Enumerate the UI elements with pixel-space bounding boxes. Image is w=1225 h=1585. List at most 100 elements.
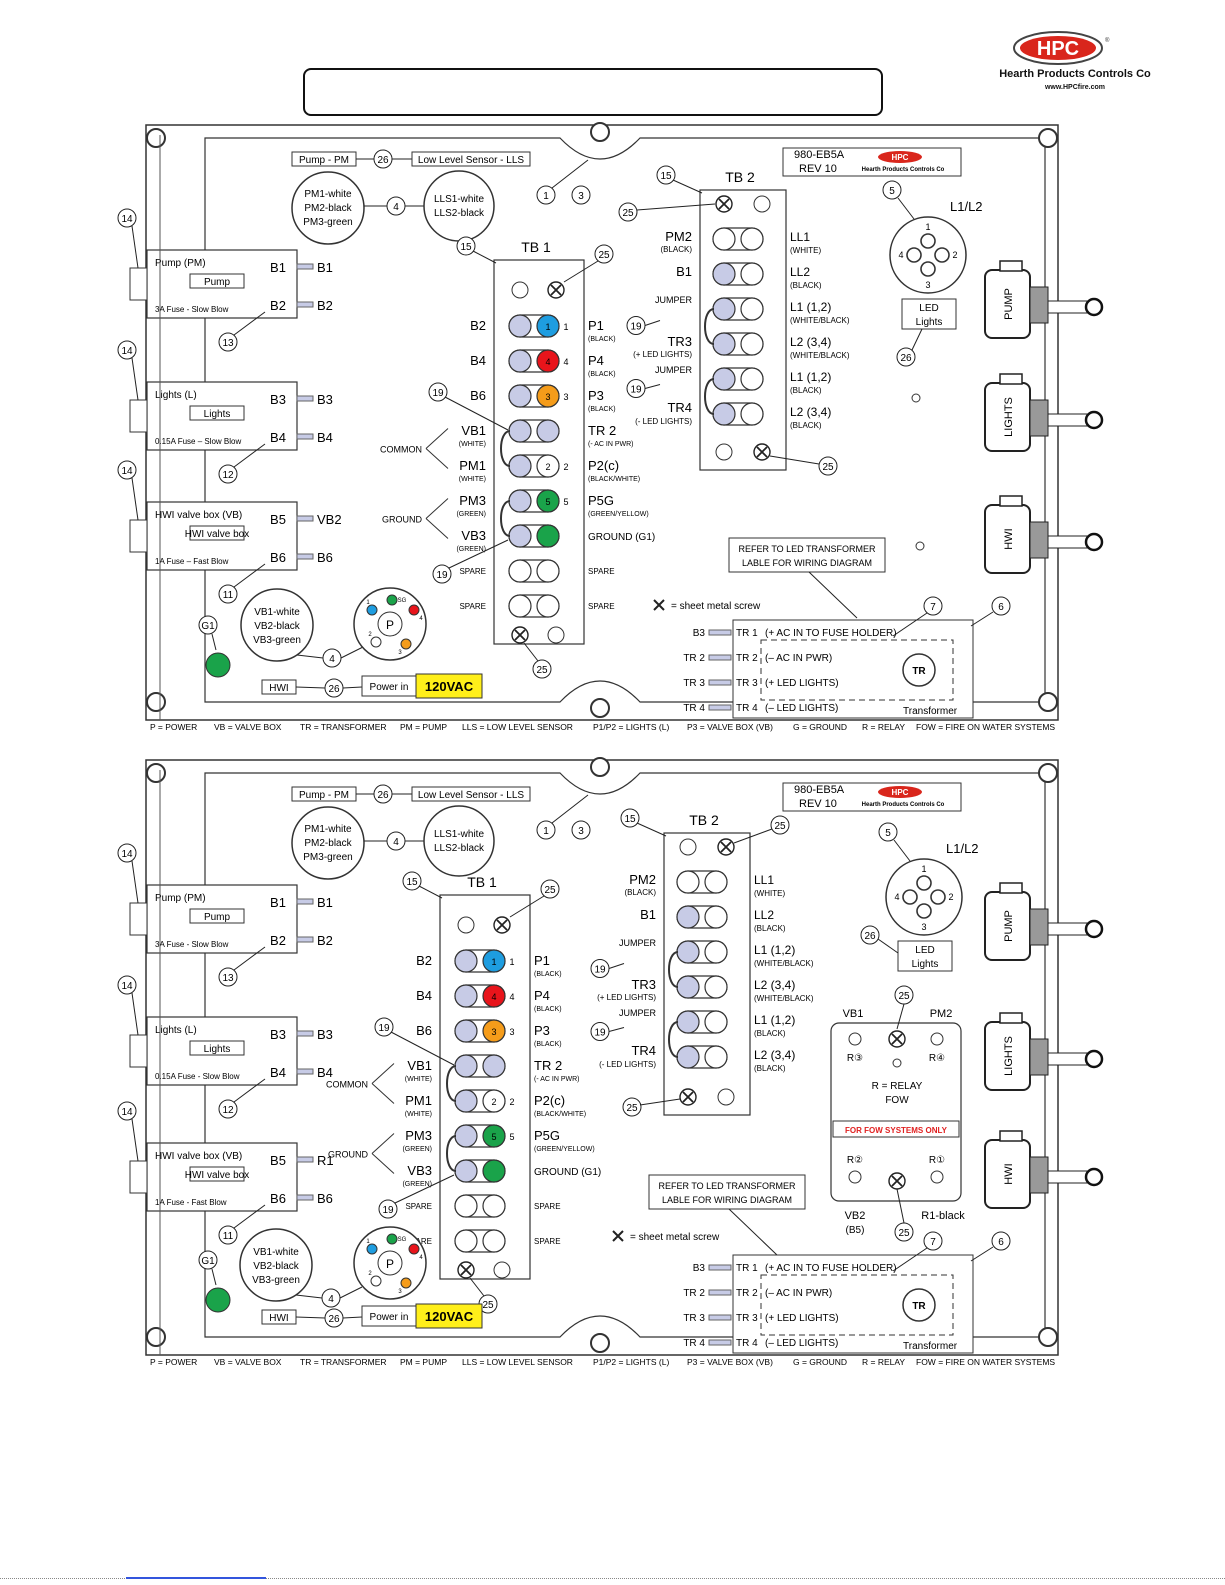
- l1l2-pin: [916, 875, 932, 891]
- terminal-pin: [508, 349, 532, 373]
- callout-circle: [571, 185, 591, 205]
- callout-circle: [117, 340, 137, 360]
- terminal-pin-right: [536, 314, 560, 338]
- fuse-terminal: B2: [270, 933, 286, 948]
- transformer-dashed-area: [760, 1274, 954, 1336]
- badge-company-name: Hearth Products Controls Co: [862, 802, 945, 808]
- tb2-title: TB 2: [689, 812, 719, 828]
- refer-box-text: LABLE FOR WIRING DIAGRAM: [662, 1195, 792, 1205]
- terminal-pin-right: [482, 1229, 506, 1253]
- screw-icon: [888, 1030, 906, 1048]
- pm-wire-label: PM2-black: [304, 838, 352, 849]
- tb1-right-label: GROUND (G1): [588, 532, 655, 543]
- screw-icon: [717, 838, 735, 856]
- callout-number: 14: [121, 1107, 133, 1118]
- fuse-inner-label: HWI valve box: [185, 529, 249, 540]
- tb2-left-label: TR4: [667, 400, 692, 415]
- callout-circle: [428, 382, 448, 402]
- callout-number: 13: [222, 973, 234, 984]
- fuse-rating: 0.15A Fuse - Slow Blow: [155, 1072, 240, 1081]
- connector-nut: [1029, 908, 1049, 946]
- tb2-right-sublabel: (BLACK): [754, 924, 786, 933]
- mounting-hole: [146, 1327, 166, 1347]
- tb2-right-sublabel: (BLACK): [754, 1064, 786, 1073]
- l1l2-pin-number: 3: [925, 280, 930, 290]
- vb-wire-label: VB2-black: [254, 621, 301, 632]
- tb1-right-label: P5G: [534, 1128, 560, 1143]
- terminal-pin-right: [536, 349, 560, 373]
- tb2-right-sublabel: (WHITE): [790, 246, 821, 255]
- callout-circle: [456, 236, 476, 256]
- side-connector-pump: PUMP: [984, 882, 1104, 961]
- power-pin: [370, 636, 382, 648]
- terminal-pin: [712, 227, 736, 251]
- l1l2-pin: [930, 889, 946, 905]
- callout-number: 4: [328, 1294, 334, 1305]
- legend-item: LLS = LOW LEVEL SENSOR: [462, 722, 573, 732]
- power-connector-center: [377, 1250, 403, 1276]
- legend-item: P1/P2 = LIGHTS (L): [593, 1357, 669, 1367]
- terminal-pin-right: [536, 559, 560, 583]
- tr-spade: [708, 1339, 732, 1346]
- leader: [608, 963, 625, 969]
- tr-spade: [708, 1314, 732, 1321]
- vb-connector-circle: [239, 1228, 313, 1302]
- screw-x: [550, 284, 562, 296]
- lls-wire-label: LLS1-white: [434, 829, 484, 840]
- mounting-hole: [590, 1333, 610, 1353]
- fuse-terminal: B3: [270, 1027, 286, 1042]
- power-pin: [400, 1277, 412, 1289]
- callout-number: G1: [201, 621, 215, 632]
- tr-spade: [708, 654, 732, 661]
- tb2-right-sublabel: (WHITE/BLACK): [754, 994, 814, 1003]
- terminal-pin: [712, 367, 736, 391]
- callout-circle: [536, 820, 556, 840]
- power-pin: [408, 1243, 420, 1255]
- leader: [295, 686, 326, 689]
- fow-label: FOW: [885, 1095, 909, 1106]
- fuse-spade: [296, 1030, 314, 1037]
- led-lights-label: LED: [919, 303, 938, 314]
- leader: [896, 1188, 905, 1224]
- fuse-holder-title: Lights (L): [155, 1025, 197, 1036]
- fuse-inner-label: HWI valve box: [185, 1170, 249, 1181]
- terminal-pin: [454, 1124, 478, 1148]
- tb1-right-sublabel: (BLACK): [534, 1006, 562, 1013]
- tb2-left-sublabel: (+ LED LIGHTS): [597, 993, 656, 1002]
- transformer-label: Transformer: [903, 1341, 958, 1352]
- terminal-pin-right: [704, 1045, 728, 1069]
- connector-label: PUMP: [1003, 910, 1015, 942]
- tr-description: (– AC IN PWR): [765, 1288, 832, 1299]
- hwi-label: HWI: [269, 1313, 288, 1324]
- tb1-pin-index: 3: [509, 1027, 514, 1037]
- callout-circle: [117, 460, 137, 480]
- fuse-spade: [296, 936, 314, 943]
- legend-item: PM = PUMP: [400, 1357, 447, 1367]
- screw-x: [514, 629, 526, 641]
- tb1-title: TB 1: [521, 239, 551, 255]
- callout-circle: [117, 975, 137, 995]
- tb2-title: TB 2: [725, 169, 755, 185]
- tb1-left-label: VB1: [407, 1058, 432, 1073]
- pm-wire-label: PM1-white: [304, 824, 352, 835]
- tb2-left-sublabel: (BLACK): [624, 888, 656, 897]
- transformer-circle: [902, 1288, 936, 1322]
- leader: [233, 563, 266, 588]
- l1l2-pin: [934, 247, 950, 263]
- tr-outer-label: TR 4: [683, 1338, 705, 1349]
- tr-inner-label: TR 3: [736, 678, 758, 689]
- callout-number: 5: [885, 828, 891, 839]
- terminal-pin-right: [536, 489, 560, 513]
- fuse-holder-tab: [129, 399, 148, 433]
- tb2-right-label: L2 (3,4): [754, 978, 795, 992]
- fuse-wire-label: B6: [317, 1191, 333, 1206]
- tb1-left-label: VB1: [461, 423, 486, 438]
- terminal-pin: [508, 559, 532, 583]
- pin-number: 5: [545, 497, 550, 507]
- tb1-left-sublabel: (WHITE): [459, 476, 486, 483]
- tb1-right-label: P1: [588, 318, 604, 333]
- terminal-pin-right: [482, 1089, 506, 1113]
- pin-number: 4: [491, 992, 496, 1002]
- tb1-left-label: PM3: [405, 1128, 432, 1143]
- relay-r3: R③: [847, 1053, 863, 1064]
